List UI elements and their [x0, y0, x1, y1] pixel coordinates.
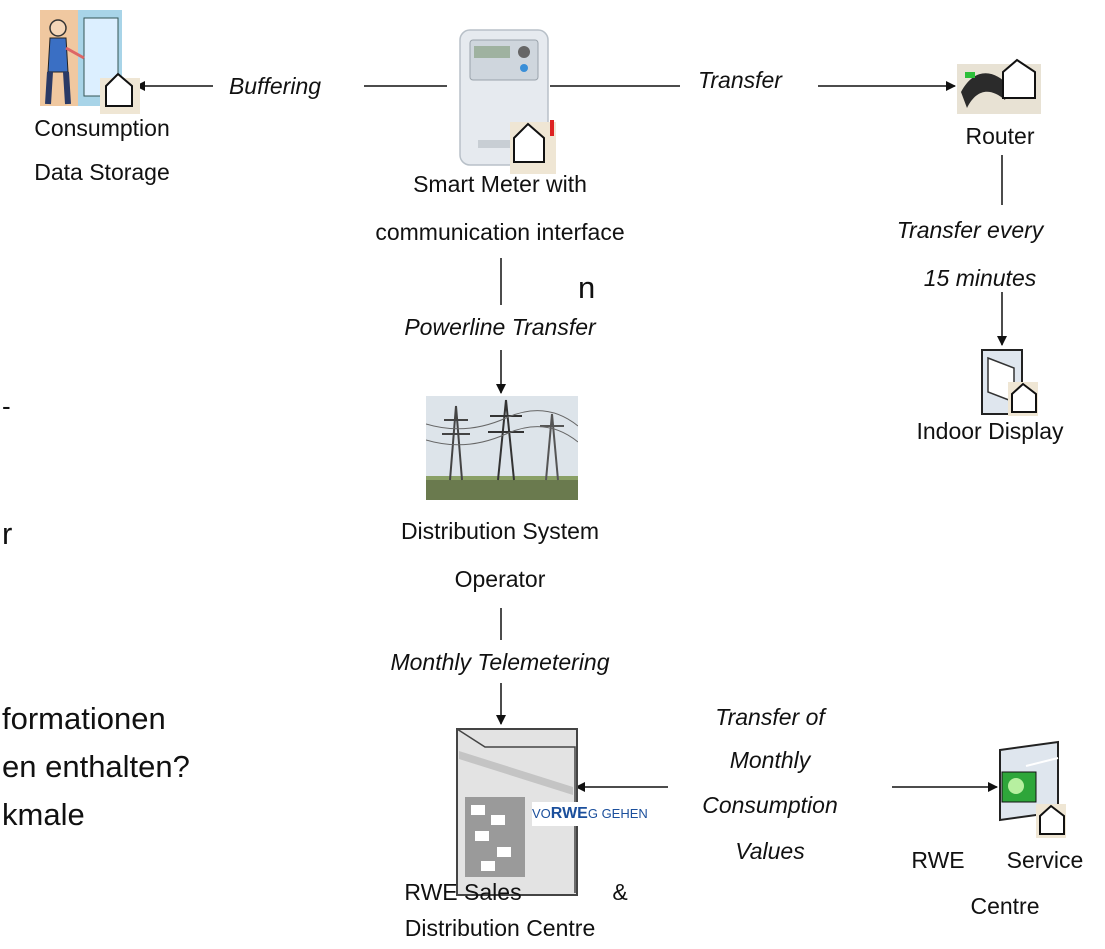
background-fragment-b: - [2, 391, 11, 421]
service-label-centre: Centre [970, 893, 1040, 919]
background-fragment-c: r [2, 516, 13, 551]
edge-label-telemetering: Monthly Telemetering [390, 649, 610, 675]
edge-label-powerline: Powerline Transfer [404, 314, 596, 340]
background-fragment-e: en enthalten? [2, 749, 190, 784]
vorweg-logo: VORWEG GEHEN [532, 802, 662, 826]
display-label: Indoor Display [916, 418, 1064, 444]
edge-label-monthly-1: Transfer of [715, 704, 825, 730]
smart-meter-icon [452, 28, 562, 178]
router-label: Router [965, 123, 1035, 149]
dso-label-line1: Distribution System [400, 518, 600, 544]
indoor-display-icon [978, 346, 1040, 418]
edge-label-15-minutes: 15 minutes [923, 265, 1037, 291]
edge-label-monthly-2: Monthly [729, 747, 811, 773]
background-fragment-d: formationen [2, 701, 166, 736]
edge-label-transfer-every: Transfer every [896, 217, 1044, 243]
service-label-rwe: RWE [911, 847, 965, 873]
background-fragment-a: n [578, 270, 596, 305]
storage-icon [40, 8, 140, 116]
sales-label-line2: Distribution Centre [404, 915, 596, 941]
dso-label-line2: Operator [454, 566, 546, 592]
logo-rwe: RWE [550, 805, 588, 822]
storage-label-line1: Consumption [34, 115, 170, 141]
edge-label-transfer: Transfer [698, 67, 782, 93]
edge-label-buffering: Buffering [228, 73, 322, 99]
meter-label-line1: Smart Meter with [413, 171, 587, 197]
sales-label-amp: & [612, 879, 628, 905]
router-icon [955, 58, 1045, 118]
edge-label-monthly-4: Values [735, 838, 805, 864]
background-fragment-f: kmale [2, 797, 85, 832]
sales-label-line1: RWE Sales [404, 879, 522, 905]
edge-label-monthly-3: Consumption [702, 792, 838, 818]
power-lines-image [425, 396, 579, 500]
meter-label-line2: communication interface [375, 219, 625, 245]
service-centre-icon [996, 740, 1068, 840]
logo-pre: VO [532, 806, 551, 821]
storage-label-line2: Data Storage [34, 159, 170, 185]
logo-post: G GEHEN [587, 806, 648, 821]
service-label-service: Service [1006, 847, 1084, 873]
